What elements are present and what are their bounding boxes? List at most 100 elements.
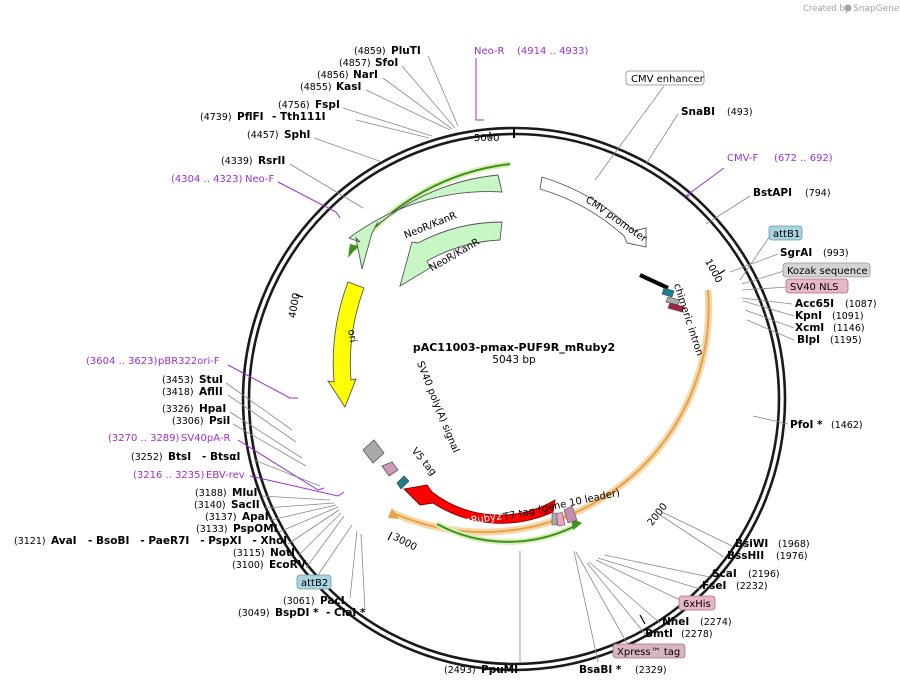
primer-neo-r-name[interactable]: Neo-R xyxy=(474,46,505,57)
leader-stui xyxy=(225,382,293,431)
leader-bsabi xyxy=(573,550,599,663)
site-bsiwi-name[interactable]: BsiWI xyxy=(735,538,768,550)
plasmid-name: pAC11003-pmax-PUF9R_mRuby2 xyxy=(413,341,615,354)
site-ecorv-name[interactable]: EcoRV xyxy=(269,559,307,571)
site-sfoi-name[interactable]: SfoI xyxy=(375,57,398,69)
kozak-box-label: Kozak sequence xyxy=(787,266,868,277)
site-sacii-name[interactable]: SacII xyxy=(231,499,260,511)
site-kasi-name[interactable]: KasI xyxy=(336,81,361,93)
tick-2000: 2000 xyxy=(646,501,670,528)
sv40-nls-box-label: SV40 NLS xyxy=(790,282,839,293)
site-bstapi-name[interactable]: BstAPI xyxy=(753,187,792,199)
primer-cmv-f-name[interactable]: CMV-F xyxy=(727,153,758,164)
site-psii-name[interactable]: PsiI xyxy=(209,415,230,427)
site-noti-name[interactable]: NotI xyxy=(270,547,295,559)
primer-neo-r-range: (4914 .. 4933) xyxy=(517,46,589,57)
site-blpi-name[interactable]: BlpI xyxy=(797,334,820,346)
primer-sv40pa-range: (3270 .. 3289) xyxy=(108,433,180,444)
leader-bsshii xyxy=(659,514,725,558)
attb2-box-label: attB2 xyxy=(301,578,328,589)
leader-pfoi xyxy=(752,415,789,425)
kozak-box[interactable]: Kozak sequence xyxy=(782,262,871,278)
site-sphi-name[interactable]: SphI xyxy=(284,129,310,141)
site-fspi-name[interactable]: FspI xyxy=(315,99,340,111)
site-ppumi-name[interactable]: PpuMI xyxy=(481,664,518,676)
cmv-enhancer-box[interactable]: CMV enhancer xyxy=(625,70,705,86)
leader-bsiwi xyxy=(661,511,733,547)
primer-pbr322-range: (3604 .. 3623) xyxy=(86,356,158,367)
site-sgrai-name[interactable]: SgrAI xyxy=(780,247,812,259)
site-mlui-name[interactable]: MluI xyxy=(232,487,257,499)
cmv-enhancer-box-label: CMV enhancer xyxy=(631,74,705,85)
leader-pspomi xyxy=(278,506,339,533)
site-pflfi-name[interactable]: PflFI xyxy=(237,111,264,123)
site-bmti-name[interactable]: BmtI xyxy=(645,628,673,640)
site-bsshii-name[interactable]: BssHII xyxy=(727,550,764,562)
site-avai-pos: (3121) xyxy=(14,536,46,547)
leader-paci xyxy=(349,530,358,599)
site-bspdi-pos: (3049) xyxy=(238,608,270,619)
site-xcmi-name[interactable]: XcmI xyxy=(795,322,824,334)
attb2-box[interactable]: attB2 xyxy=(296,574,332,590)
primer-sv40pa-name[interactable]: SV40pA-R xyxy=(181,433,230,444)
site-pspomi-name[interactable]: PspOMI xyxy=(233,523,278,535)
his6-box[interactable]: 6xHis xyxy=(678,595,716,611)
site-sfoi-pos: (4857) xyxy=(339,58,371,69)
site-apai-name[interactable]: ApaI xyxy=(242,511,269,523)
xpress-box-bg xyxy=(612,643,686,659)
site-stui-name[interactable]: StuI xyxy=(199,374,223,386)
small-teal-feature xyxy=(396,475,410,490)
site-nhei-name[interactable]: NheI xyxy=(662,616,689,628)
site-bspdi-name[interactable]: BspDI * xyxy=(275,607,319,619)
site-rsrii-name[interactable]: RsrII xyxy=(258,155,285,167)
tick-1000-mark xyxy=(718,269,726,275)
site-pflfi-pos: (4739) xyxy=(200,112,232,123)
site-kpni-name[interactable]: KpnI xyxy=(795,310,822,322)
site-avai-extra[interactable]: - BsoBI - PaeR7I - PspXI - XhoI xyxy=(88,535,287,547)
site-bsabi-name[interactable]: BsaBI * xyxy=(579,664,622,676)
attb1-box[interactable]: attB1 xyxy=(768,225,803,241)
site-btsi-extra[interactable]: - BtsαI xyxy=(202,451,240,463)
site-btsi-name[interactable]: BtsI xyxy=(168,451,191,463)
leader-btsi xyxy=(253,459,321,487)
primer-cmv-f-range: (672 .. 692) xyxy=(774,153,833,164)
leader-attb2 xyxy=(313,524,353,582)
site-hpai-name[interactable]: HpaI xyxy=(199,403,226,415)
leader-xcmi xyxy=(744,309,795,329)
tick-1000: 1000 xyxy=(702,257,724,285)
site-paci-name[interactable]: PacI xyxy=(320,595,345,607)
xpress-box[interactable]: Xpress™ tag xyxy=(612,643,686,659)
leader-xpress xyxy=(575,551,629,646)
xpress-box-label: Xpress™ tag xyxy=(617,647,680,658)
site-pluti-name[interactable]: PluTI xyxy=(391,45,421,57)
site-rsrii-pos: (4339) xyxy=(221,156,253,167)
leader-xhoi xyxy=(287,509,340,545)
site-stui-pos: (3453) xyxy=(162,375,194,386)
site-pflfi-extra[interactable]: - Tth111I xyxy=(272,111,326,123)
site-avai-name[interactable]: AvaI xyxy=(51,535,77,547)
primer-pbr322-name[interactable]: pBR322ori-F xyxy=(158,356,220,367)
site-snabi-name[interactable]: SnaBI xyxy=(681,106,715,118)
leader-mlui xyxy=(261,495,331,501)
site-kpni-pos: (1091) xyxy=(832,311,864,322)
sv40-nls-box[interactable]: SV40 NLS xyxy=(785,278,849,294)
sv40-polya-label: SV40 poly(A) signal xyxy=(414,360,461,455)
site-acc65i-name[interactable]: Acc65I xyxy=(795,298,834,310)
site-ppumi-pos: (2493) xyxy=(444,665,476,676)
site-scai-name[interactable]: ScaI xyxy=(712,568,737,580)
neo-orf-arrowhead xyxy=(348,244,358,258)
primer-ebv-name[interactable]: EBV-rev xyxy=(206,470,245,481)
site-pluti-pos: (4859) xyxy=(354,46,386,57)
site-fsei-name[interactable]: FseI xyxy=(702,580,726,592)
site-bspdi-extra[interactable]: - ClaI * xyxy=(326,607,366,619)
site-nari-name[interactable]: NarI xyxy=(353,69,378,81)
site-aflii-name[interactable]: AflII xyxy=(199,386,223,398)
site-pfoi-name[interactable]: PfoI * xyxy=(790,419,823,431)
site-mlui-pos: (3188) xyxy=(195,488,227,499)
t7-tag-feature xyxy=(555,511,566,527)
primer-neo-f-name[interactable]: Neo-F xyxy=(245,174,275,185)
leader-neo-f xyxy=(277,181,341,219)
site-psii-pos: (3306) xyxy=(172,416,204,427)
attb1-box-bg xyxy=(768,225,803,241)
snapgene-logo-icon xyxy=(844,4,852,12)
